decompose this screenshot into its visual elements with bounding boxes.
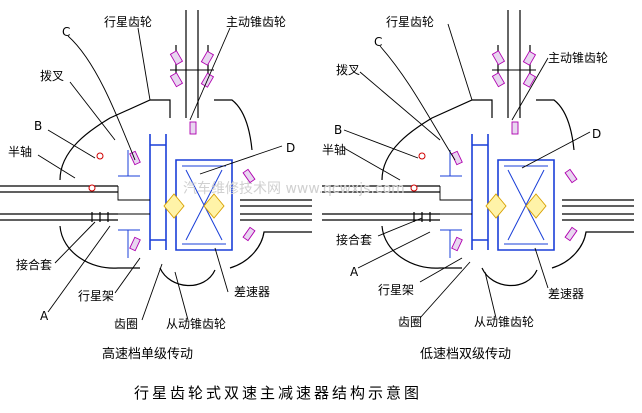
- left-label-c: C: [62, 25, 70, 39]
- left-label-planet-carrier: 行星架: [78, 289, 114, 303]
- figure-title: 行星齿轮式双速主减速器结构示意图: [134, 384, 422, 402]
- right-leader-lines: [343, 23, 591, 319]
- watermark-text: 汽车维修技术网 www.qcwxjs.com: [183, 180, 405, 197]
- left-label-differential: 差速器: [234, 285, 270, 299]
- left-label-drive-bevel-gear: 主动锥齿轮: [226, 15, 286, 29]
- left-label-planet-gear: 行星齿轮: [104, 15, 152, 29]
- right-label-differential: 差速器: [548, 287, 584, 301]
- right-label-clutch-sleeve: 接合套: [336, 232, 372, 247]
- right-subtitle: 低速档双级传动: [420, 347, 511, 362]
- right-label-drive-bevel-gear: 主动锥齿轮: [548, 51, 608, 65]
- left-label-d: D: [286, 141, 295, 155]
- right-label-fork: 拨叉: [336, 63, 360, 77]
- left-label-clutch-sleeve: 接合套: [16, 257, 52, 272]
- right-label-d: D: [592, 127, 601, 141]
- right-label-planet-gear: 行星齿轮: [386, 15, 434, 29]
- left-label-b: B: [34, 119, 42, 133]
- right-label-planet-carrier: 行星架: [378, 283, 414, 297]
- left-label-half-shaft: 半轴: [8, 144, 32, 159]
- left-subtitle: 高速档单级传动: [102, 346, 193, 362]
- right-label-ring-gear: 齿圈: [398, 315, 422, 329]
- left-label-ring-gear: 齿圈: [114, 317, 138, 331]
- left-label-fork: 拨叉: [40, 69, 64, 83]
- right-label-b: B: [334, 123, 342, 137]
- right-label-half-shaft: 半轴: [322, 142, 346, 157]
- left-leader-lines: [37, 27, 283, 321]
- right-label-c: C: [374, 35, 382, 49]
- right-label-a: A: [350, 265, 359, 279]
- left-mechanism-drawing: [0, 9, 313, 287]
- right-label-driven-bevel-gear: 从动锥齿轮: [474, 315, 534, 329]
- left-label-driven-bevel-gear: 从动锥齿轮: [166, 317, 226, 331]
- left-label-a: A: [40, 309, 49, 323]
